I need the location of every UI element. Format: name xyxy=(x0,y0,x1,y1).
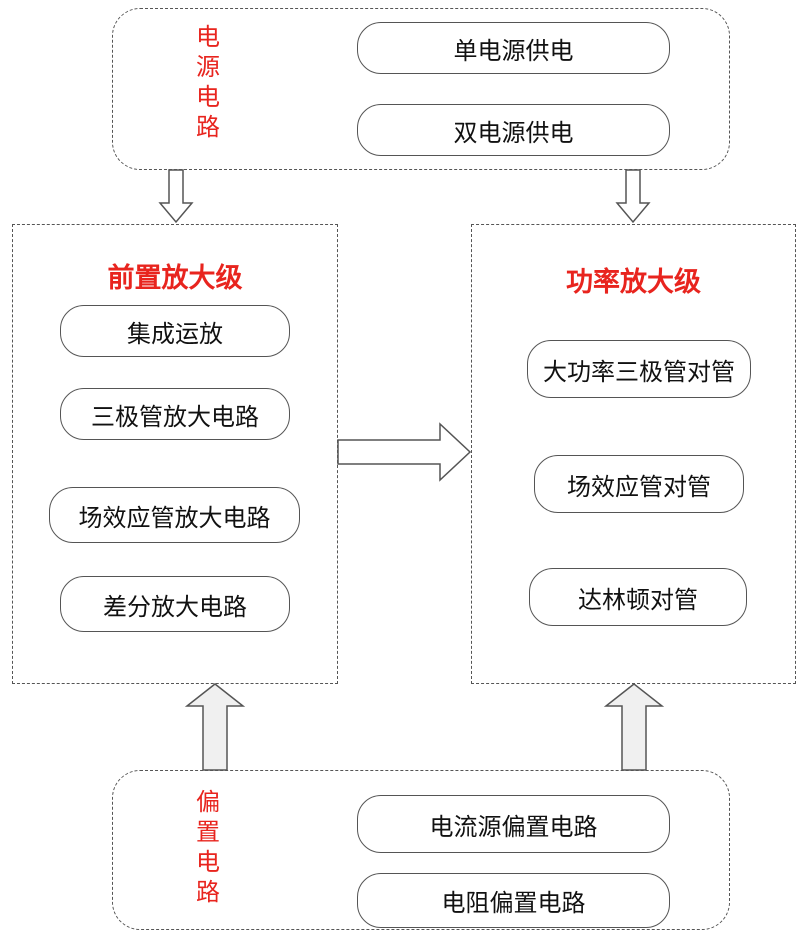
preamp-title: 前置放大级 xyxy=(107,263,243,294)
resistor-bias-item: 电阻偏置电路 xyxy=(357,873,670,928)
current-source-bias-item: 电流源偏置电路 xyxy=(357,795,670,853)
arrow-preamp-to-poweramp xyxy=(337,422,472,482)
power-amp-title: 功率放大级 xyxy=(566,267,701,298)
power-amp-item-fet-pair: 场效应管对管 xyxy=(534,455,744,513)
arrow-power-to-poweramp xyxy=(615,169,651,224)
arrow-power-to-preamp xyxy=(158,169,194,224)
power-supply-group xyxy=(112,8,730,170)
bias-label: 偏置电路 xyxy=(196,788,220,906)
power-amp-group xyxy=(471,224,796,684)
single-supply-item: 单电源供电 xyxy=(357,22,670,74)
preamp-item-bjt: 三极管放大电路 xyxy=(60,388,290,440)
power-amp-item-bjt-pair: 大功率三极管对管 xyxy=(527,340,751,398)
preamp-item-differential: 差分放大电路 xyxy=(60,576,290,632)
power-supply-label: 电源电路 xyxy=(196,23,220,141)
preamp-item-fet: 场效应管放大电路 xyxy=(49,487,300,543)
arrow-bias-to-preamp xyxy=(184,683,246,771)
dual-supply-item: 双电源供电 xyxy=(357,104,670,156)
preamp-group xyxy=(12,224,338,684)
preamp-item-opamp: 集成运放 xyxy=(60,305,290,357)
power-amp-item-darlington: 达林顿对管 xyxy=(529,568,747,626)
arrow-bias-to-poweramp xyxy=(603,683,665,771)
bias-group xyxy=(112,770,730,930)
